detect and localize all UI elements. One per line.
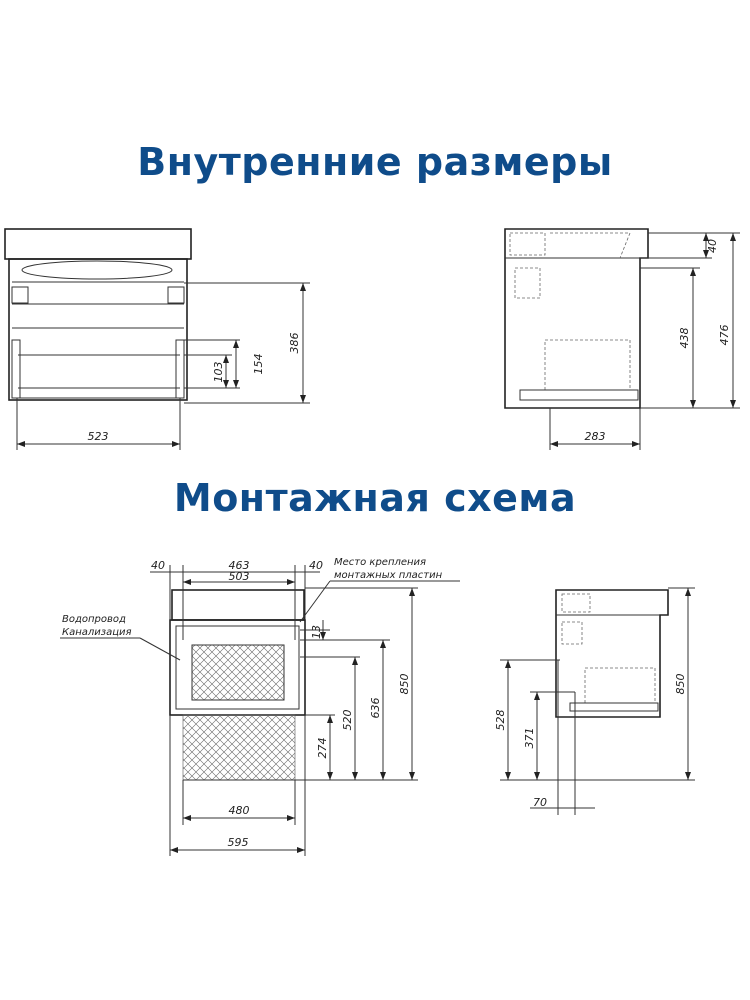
dim-283: 283 [585, 430, 606, 443]
dim-70: 70 [533, 796, 547, 809]
dim-154: 154 [252, 354, 265, 375]
note-mounting-plates-2: монтажных пластин [334, 570, 443, 581]
dim-463: 463 [229, 559, 250, 572]
dim-476: 476 [718, 325, 731, 346]
mounting-side-view: 850 528 371 70 [494, 587, 695, 815]
internal-side-view: 40 438 476 283 [504, 228, 740, 450]
mounting-front-view: 40 463 40 503 Место крепления монтажных … [60, 557, 460, 856]
dim-503: 503 [229, 570, 250, 583]
dim-850-front: 850 [398, 674, 411, 695]
dim-40-right: 40 [309, 559, 323, 572]
note-sewerage: Канализация [62, 627, 132, 638]
dim-274: 274 [316, 738, 329, 759]
dim-595: 595 [228, 836, 249, 849]
note-water-supply: Водопровод [62, 614, 126, 625]
dim-528: 528 [494, 710, 507, 731]
dim-13: 13 [310, 625, 323, 639]
dim-480: 480 [229, 804, 250, 817]
dim-386: 386 [288, 333, 301, 354]
title-internal-dimensions: Внутренние размеры [137, 140, 613, 184]
internal-front-view: 523 103 154 386 [4, 228, 310, 450]
dim-438: 438 [678, 328, 691, 349]
dim-520: 520 [341, 710, 354, 731]
dim-523: 523 [88, 430, 109, 443]
dim-40-left: 40 [151, 559, 165, 572]
title-mounting-scheme: Монтажная схема [173, 476, 577, 520]
dim-850-side: 850 [674, 674, 687, 695]
note-mounting-plates-1: Место крепления [334, 557, 426, 568]
dim-40-side: 40 [706, 239, 719, 253]
dim-636: 636 [369, 698, 382, 719]
dim-103: 103 [212, 362, 225, 383]
dim-371: 371 [523, 728, 536, 749]
